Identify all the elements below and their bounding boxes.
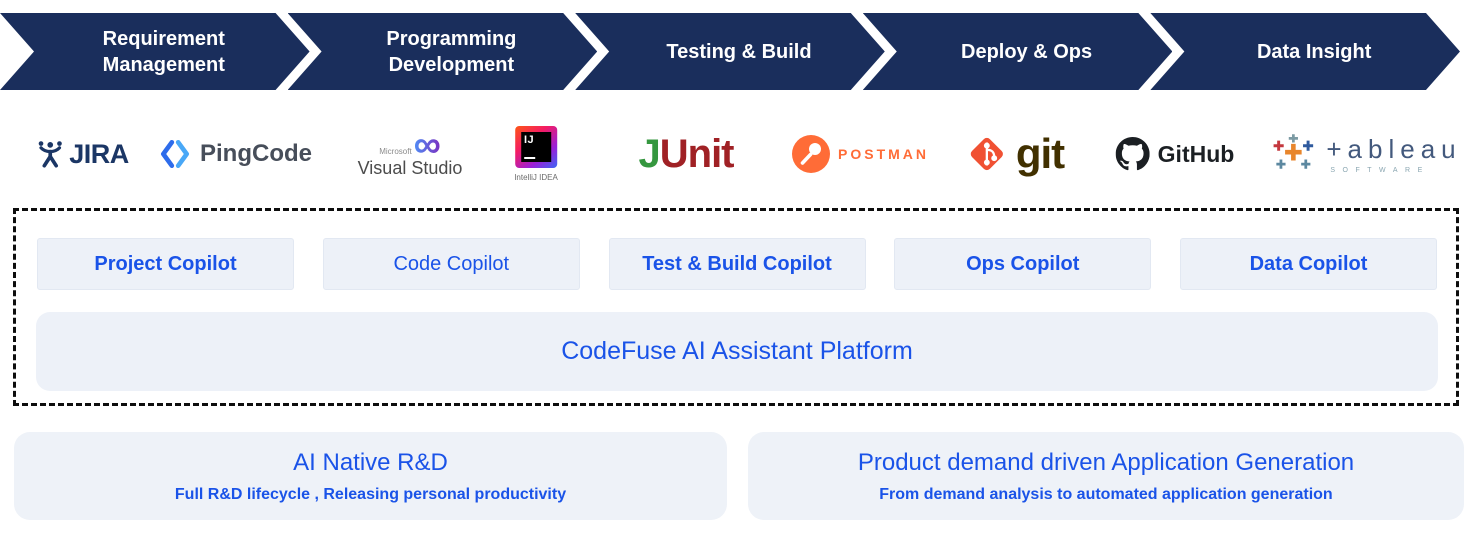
copilot-row: Project Copilot Code Copilot Test & Buil…	[37, 238, 1437, 290]
codefuse-dashed-frame	[13, 208, 1459, 406]
project-copilot-box: Project Copilot	[37, 238, 294, 290]
logo-intellij: IJ IntelliJ IDEA	[514, 112, 558, 196]
infinity-icon: ∞	[413, 123, 441, 166]
jira-icon	[35, 138, 65, 170]
outcome-subtitle: From demand analysis to automated applic…	[879, 485, 1333, 503]
stage-label-line: Development	[388, 53, 515, 76]
stage-label-line: Deploy & Ops	[961, 40, 1093, 63]
pingcode-label: PingCode	[200, 140, 312, 167]
git-icon	[966, 133, 1008, 175]
outcome-app-generation: Product demand driven Application Genera…	[748, 432, 1464, 520]
pipeline-banner: Requirement Management Programming Devel…	[0, 13, 1460, 90]
logo-junit: JUnit	[638, 112, 735, 196]
tool-logo-row: JIRA PingCode Microsoft ∞ Visual Studio	[0, 112, 1478, 196]
junit-j: J	[638, 131, 660, 176]
tableau-icon	[1270, 132, 1316, 176]
stage-label-line: Data Insight	[1256, 40, 1372, 63]
postman-icon	[791, 134, 831, 174]
stage-requirement-management: Requirement Management	[0, 13, 310, 90]
ops-copilot-box: Ops Copilot	[894, 238, 1152, 290]
stage-deploy-ops: Deploy & Ops	[863, 13, 1173, 90]
intellij-icon: IJ	[514, 126, 557, 168]
postman-label: POSTMAN	[838, 146, 929, 162]
stage-label-line: Programming	[386, 27, 517, 50]
git-label: git	[1015, 130, 1065, 177]
junit-label: Unit	[659, 131, 735, 176]
outcome-title: AI Native R&D	[293, 448, 448, 476]
outcome-ai-native-rd: AI Native R&D Full R&D lifecycle , Relea…	[14, 432, 727, 520]
outcome-title: Product demand driven Application Genera…	[857, 448, 1355, 476]
logo-postman: POSTMAN	[791, 112, 929, 196]
stage-label-line: Testing & Build	[666, 40, 812, 63]
intellij-badge-text: IJ	[523, 134, 535, 146]
visual-studio-label: Visual Studio	[357, 157, 463, 178]
logo-jira: JIRA	[35, 112, 129, 196]
microsoft-label: Microsoft	[379, 146, 412, 156]
codefuse-platform-bar: CodeFuse AI Assistant Platform	[36, 312, 1438, 391]
stage-data-insight: Data Insight	[1150, 13, 1460, 90]
test-build-copilot-box: Test & Build Copilot	[608, 238, 866, 290]
jira-label: JIRA	[69, 138, 129, 169]
stage-programming-development: Programming Development	[288, 13, 598, 90]
github-octocat-icon	[1115, 137, 1150, 171]
intellij-label: IntelliJ IDEA	[514, 173, 558, 182]
stage-label-line: Management	[102, 53, 225, 76]
stage-label-line: Requirement	[102, 27, 225, 50]
data-copilot-box: Data Copilot	[1180, 238, 1437, 290]
logo-git: git	[966, 112, 1065, 196]
logo-github: GitHub	[1115, 112, 1235, 196]
logo-visual-studio: Microsoft ∞ Visual Studio	[358, 112, 463, 196]
github-label: GitHub	[1157, 140, 1235, 167]
logo-tableau: +ableau SOFTWARE	[1270, 112, 1461, 196]
stage-testing-build: Testing & Build	[575, 13, 885, 90]
tableau-software-label: SOFTWARE	[1330, 167, 1430, 174]
logo-pingcode: PingCode	[158, 112, 312, 196]
code-copilot-box: Code Copilot	[322, 238, 580, 290]
outcome-subtitle: Full R&D lifecycle , Releasing personal …	[174, 485, 567, 503]
pingcode-icon	[158, 137, 192, 171]
tableau-label: +ableau	[1326, 134, 1462, 164]
